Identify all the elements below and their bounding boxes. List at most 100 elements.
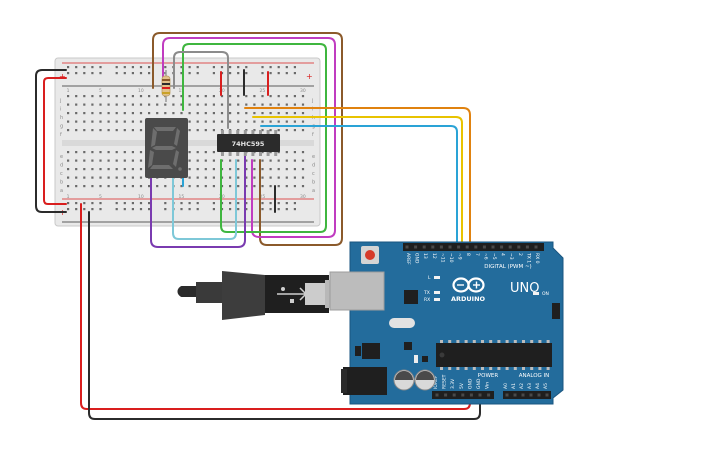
strip-hole bbox=[115, 95, 118, 98]
strip-hole bbox=[107, 120, 110, 123]
mcu-pin bbox=[440, 340, 443, 343]
strip-hole bbox=[212, 185, 215, 188]
strip-hole bbox=[301, 168, 305, 171]
strip-hole bbox=[188, 129, 191, 132]
strip-hole bbox=[107, 176, 110, 179]
strip-hole bbox=[253, 168, 256, 171]
on-led-label: ON bbox=[542, 291, 549, 297]
strip-hole bbox=[148, 103, 151, 106]
rail-hole bbox=[196, 208, 199, 211]
strip-hole bbox=[139, 95, 143, 98]
strip-hole bbox=[123, 120, 126, 123]
column-label: 1 bbox=[67, 194, 70, 200]
row-label: i bbox=[60, 107, 61, 113]
header-pin bbox=[500, 245, 504, 249]
strip-hole bbox=[91, 185, 94, 188]
rail-hole bbox=[115, 66, 118, 69]
dc-power-jack[interactable] bbox=[343, 367, 387, 395]
row-label: e bbox=[60, 154, 63, 160]
strip-hole bbox=[75, 159, 78, 162]
rail-hole bbox=[212, 208, 215, 211]
digital-pin-label: ~10 bbox=[448, 253, 454, 263]
l-led bbox=[434, 276, 440, 279]
row-label: f bbox=[312, 132, 314, 138]
rail-hole bbox=[83, 72, 86, 75]
strip-hole bbox=[212, 159, 215, 162]
mcu-pin bbox=[448, 340, 452, 343]
strip-hole bbox=[156, 185, 159, 188]
strip-hole bbox=[91, 95, 94, 98]
strip-hole bbox=[204, 129, 207, 132]
strip-hole bbox=[75, 151, 78, 154]
strip-hole bbox=[115, 159, 118, 162]
strip-hole bbox=[269, 95, 272, 98]
strip-hole bbox=[91, 120, 94, 123]
strip-hole bbox=[285, 185, 288, 188]
rail-hole bbox=[164, 202, 167, 205]
usb-jack[interactable] bbox=[329, 271, 385, 311]
row-label: a bbox=[312, 188, 315, 194]
strip-hole bbox=[83, 185, 86, 188]
header-pin bbox=[505, 393, 509, 397]
strip-hole bbox=[188, 176, 191, 179]
strip-hole bbox=[83, 112, 86, 115]
strip-hole bbox=[196, 159, 199, 162]
resistor[interactable] bbox=[161, 70, 171, 102]
strip-hole bbox=[83, 95, 86, 98]
shift-register-chip[interactable]: 74HC595 bbox=[217, 130, 280, 156]
row-label: b bbox=[312, 180, 315, 186]
row-label: d bbox=[60, 163, 63, 169]
strip-hole bbox=[245, 103, 248, 106]
column-label: 25 bbox=[260, 194, 266, 200]
strip-hole bbox=[301, 151, 305, 154]
strip-hole bbox=[253, 176, 256, 179]
strip-hole bbox=[285, 95, 288, 98]
reset-button-cap[interactable] bbox=[365, 250, 375, 260]
rail-hole bbox=[237, 72, 240, 75]
seven-segment-display[interactable]: 8 bbox=[0, 0, 188, 178]
strip-hole bbox=[301, 112, 305, 115]
rail-hole bbox=[131, 208, 134, 211]
strip-hole bbox=[212, 129, 215, 132]
digital-header bbox=[403, 243, 544, 251]
analog-header bbox=[503, 391, 551, 399]
rail-hole bbox=[164, 66, 167, 69]
strip-hole bbox=[83, 120, 86, 123]
strip-hole bbox=[99, 151, 102, 154]
strip-hole bbox=[269, 112, 272, 115]
strip-hole bbox=[285, 176, 288, 179]
rail-hole bbox=[269, 72, 272, 75]
strip-hole bbox=[115, 120, 118, 123]
strip-hole bbox=[261, 151, 264, 154]
chip-pin bbox=[221, 151, 224, 156]
strip-hole bbox=[269, 159, 272, 162]
rail-hole bbox=[115, 72, 118, 75]
chip-pins bbox=[221, 130, 278, 156]
rail-hole bbox=[293, 202, 296, 205]
digital-pin-label: 12 bbox=[431, 253, 437, 259]
strip-hole bbox=[139, 120, 143, 123]
rail-hole bbox=[212, 66, 215, 69]
strip-hole bbox=[196, 176, 199, 179]
chip-pin bbox=[266, 151, 270, 156]
strip-hole bbox=[277, 129, 280, 132]
row-label: f bbox=[60, 132, 62, 138]
rail-hole bbox=[99, 72, 102, 75]
rail-hole bbox=[229, 66, 232, 69]
strip-hole bbox=[293, 176, 296, 179]
mcu-pin bbox=[481, 367, 484, 370]
strip-hole bbox=[123, 95, 126, 98]
strip-hole bbox=[285, 168, 288, 171]
wire-purple bbox=[150, 159, 246, 248]
analog-pin-label: A1 bbox=[511, 383, 517, 389]
chip-pin bbox=[251, 130, 255, 135]
chip-pin bbox=[259, 151, 262, 156]
rx-led-label: RX bbox=[424, 297, 430, 303]
rail-hole bbox=[277, 66, 280, 69]
strip-hole bbox=[115, 151, 118, 154]
strip-hole bbox=[229, 112, 232, 115]
rail-hole bbox=[277, 208, 280, 211]
strip-hole bbox=[196, 129, 199, 132]
atmega-microcontroller bbox=[436, 343, 552, 367]
